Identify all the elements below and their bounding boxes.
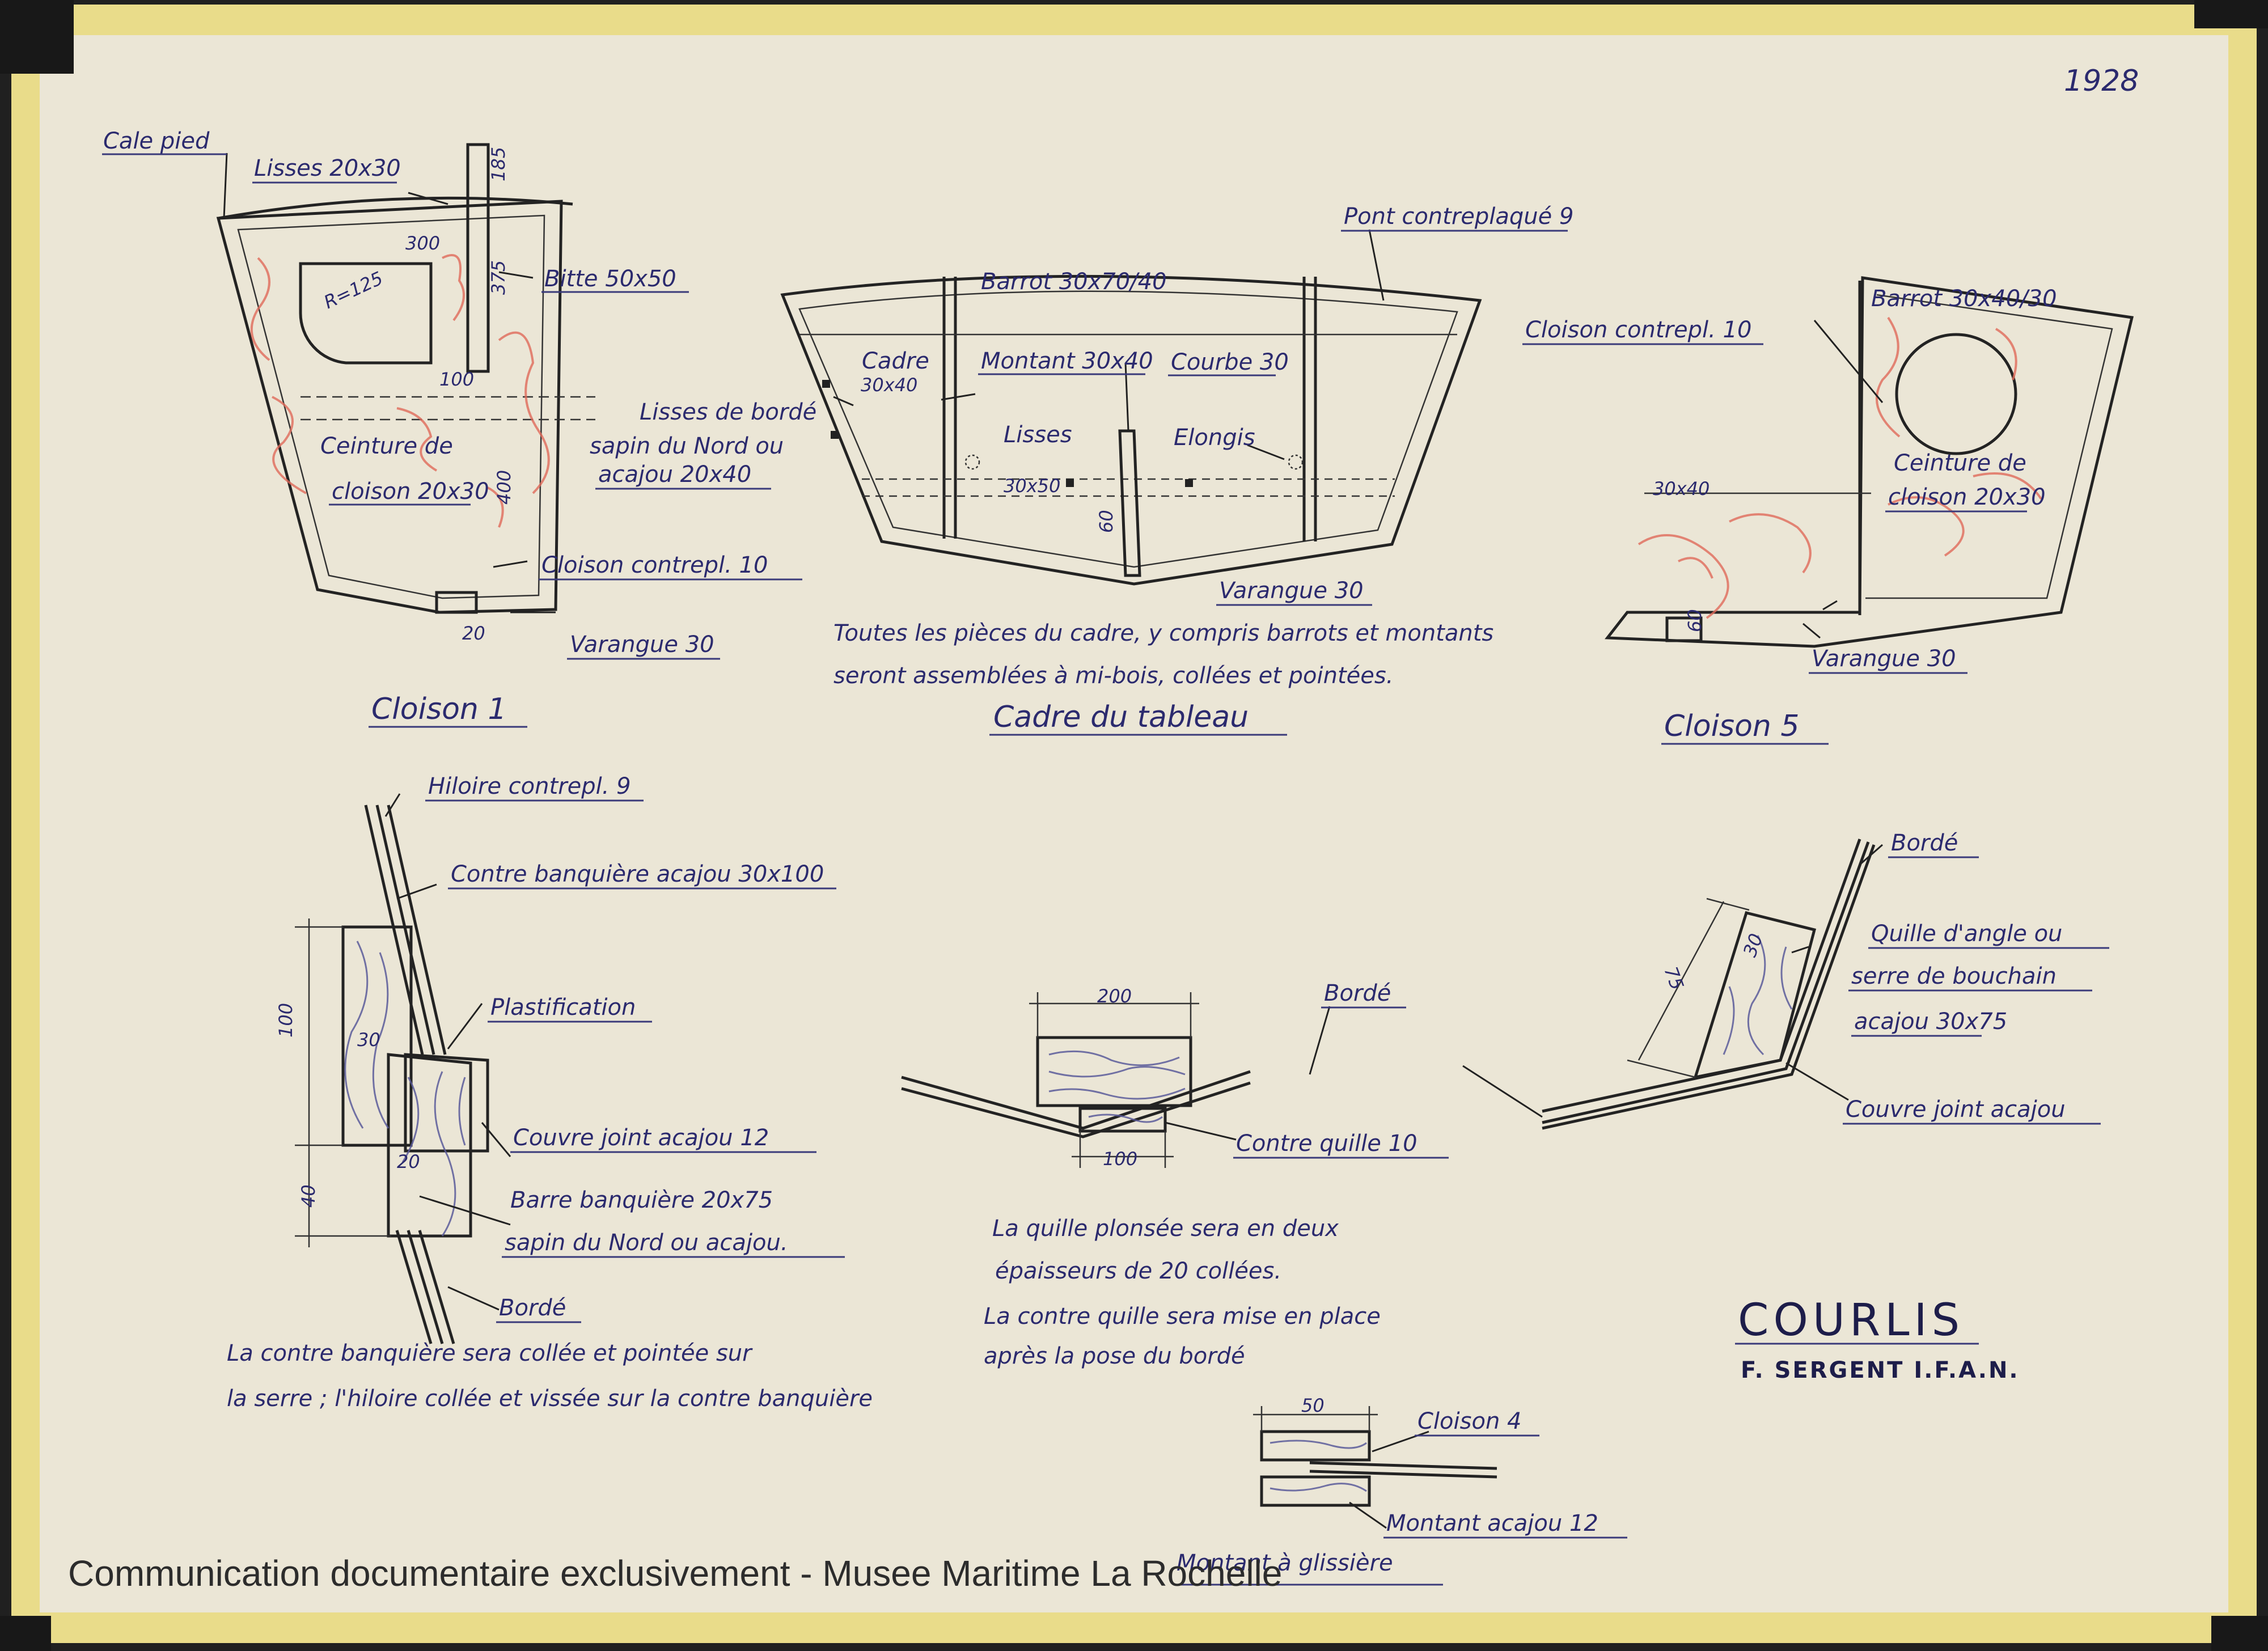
montant-view: 50 Cloison 4 Montant acajou 12 Montant à…: [1174, 1395, 1627, 1586]
dim-100: 100: [439, 369, 474, 390]
author: F. SERGENT I.F.A.N.: [1741, 1357, 2020, 1383]
dim-400: 400: [493, 470, 515, 505]
label-d60: 60: [1095, 510, 1117, 533]
label-elongis: Elongis: [1174, 425, 1255, 451]
label-borde: Bordé: [1891, 830, 1958, 856]
label-contre-quille: Contre quille 10: [1236, 1131, 1417, 1157]
label-couvre-joint: Couvre joint acajou 12: [513, 1125, 769, 1151]
cloison1-title: Cloison 1: [371, 692, 507, 726]
dim-30: 30: [357, 1029, 380, 1051]
cadre-view: Pont contreplaqué 9 Barrot 30x70/40 Cadr…: [590, 204, 1573, 736]
label-cadre: Cadre: [862, 348, 929, 374]
dim-200: 200: [1097, 985, 1132, 1007]
cloison5-title: Cloison 5: [1664, 709, 1800, 743]
label-lisses: Lisses: [1004, 422, 1072, 448]
label-varangue: Varangue 30: [1812, 646, 1956, 672]
label-borde: Bordé: [499, 1295, 566, 1321]
label-lisses-borde: Lisses de bordé: [640, 399, 816, 425]
dim-185: 185: [488, 147, 509, 181]
label-varangue: Varangue 30: [570, 632, 714, 658]
label-d60: 60: [1684, 609, 1706, 632]
label-couvre: Couvre joint acajou: [1846, 1097, 2066, 1123]
label-sapin: sapin du Nord ou acajou.: [505, 1230, 788, 1256]
dim-375: 375: [488, 260, 509, 295]
label-acajou: acajou 30x75: [1854, 1009, 2007, 1035]
label-cloison-cp: Cloison contrepl. 10: [1525, 317, 1751, 343]
cadre-title: Cadre du tableau: [993, 700, 1249, 734]
boat-name: COURLIS: [1738, 1295, 1964, 1346]
label-plastification: Plastification: [490, 994, 636, 1021]
quille-note-1: La quille plonsée sera en deux: [992, 1216, 1339, 1242]
dim-100: 100: [1103, 1148, 1137, 1170]
label-ceinture: Ceinture de: [1894, 450, 2026, 476]
label-hiloire: Hiloire contrepl. 9: [428, 773, 631, 799]
cadre-note-2: seront assemblées à mi-bois, collées et …: [833, 663, 1393, 689]
bouchain-view: 75 30 Bordé Quille d'angle ou serre de b…: [1462, 830, 2109, 1130]
label-30x40: 30x40: [1653, 478, 1710, 499]
label-serre: serre de bouchain: [1851, 963, 2057, 989]
dim-100: 100: [275, 1003, 297, 1038]
label-barre: Barre banquière 20x75: [510, 1187, 773, 1213]
label-bitte: Bitte 50x50: [544, 266, 676, 292]
label-varangue: Varangue 30: [1219, 578, 1364, 604]
hiloire-note-1: La contre banquière sera collée et point…: [227, 1340, 753, 1366]
label-lisses-dim: 30x50: [1004, 475, 1060, 497]
label-ceinture2: cloison 20x30: [1888, 484, 2046, 510]
label-cloison4: Cloison 4: [1417, 1408, 1521, 1434]
label-borde: Bordé: [1324, 980, 1391, 1006]
cloison5-view: Barrot 30x40/30 Cloison contrepl. 10 Cei…: [1522, 276, 2134, 745]
quille-note-3: La contre quille sera mise en place: [984, 1303, 1381, 1330]
watermark-footer: Communication documentaire exclusivement…: [68, 1553, 1283, 1594]
dim-20: 20: [397, 1151, 420, 1172]
label-montant: Montant acajou 12: [1386, 1510, 1598, 1536]
dim-50: 50: [1301, 1395, 1325, 1416]
quille-view: 200 100 Bordé Contre quille 10 La quille…: [901, 980, 1449, 1369]
label-acajou: acajou 20x40: [598, 462, 751, 488]
label-ceinture2: cloison 20x30: [332, 479, 489, 505]
dim-40: 40: [298, 1184, 319, 1208]
porthole: [1895, 333, 2017, 455]
label-barrot: Barrot 30x70/40: [981, 269, 1167, 295]
hiloire-view: Hiloire contrepl. 9 Contre banquière aca…: [227, 773, 873, 1412]
dim-300: 300: [405, 232, 440, 254]
label-ceinture: Ceinture de: [320, 433, 453, 459]
label-courbe: Courbe 30: [1171, 349, 1289, 375]
label-cloison-cp: Cloison contrepl. 10: [541, 552, 768, 578]
label-montant: Montant 30x40: [981, 348, 1153, 374]
dim-20: 20: [462, 623, 485, 644]
hiloire-note-2: la serre ; l'hiloire collée et vissée su…: [227, 1386, 873, 1412]
quille-note-2: épaisseurs de 20 collées.: [995, 1258, 1281, 1284]
label-pont: Pont contreplaqué 9: [1344, 204, 1573, 230]
label-cale-pied: Cale pied: [103, 128, 210, 154]
label-lisses: Lisses 20x30: [254, 155, 401, 181]
label-cadre-dim: 30x40: [861, 374, 917, 396]
label-quille: Quille d'angle ou: [1871, 921, 2062, 947]
label-sapin: sapin du Nord ou: [590, 433, 784, 459]
title-block: COURLIS F. SERGENT I.F.A.N.: [1735, 1295, 2020, 1383]
quille-note-4: après la pose du bordé: [984, 1343, 1245, 1369]
drawing-number: 1928: [2064, 64, 2139, 98]
cadre-note-1: Toutes les pièces du cadre, y compris ba…: [833, 620, 1493, 646]
label-contre-banquiere: Contre banquière acajou 30x100: [451, 861, 824, 887]
label-barrot: Barrot 30x40/30: [1871, 286, 2057, 312]
montant-title: Montant à glissière: [1177, 1550, 1393, 1576]
